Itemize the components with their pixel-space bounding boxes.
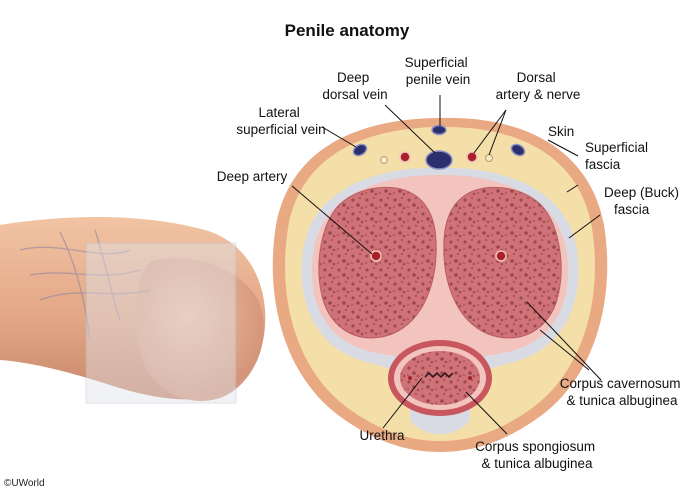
deep-artery-right [495, 250, 507, 262]
dorsal-artery-left [399, 151, 411, 163]
label-lateral-superficial-vein: Lateral superficial vein [236, 105, 325, 137]
urethra-lumen [424, 371, 454, 379]
corpus-cavernosum-right [443, 186, 562, 339]
label-deep-artery: Deep artery [217, 169, 288, 184]
leader-lines [291, 95, 602, 435]
label-skin: Skin [548, 124, 574, 139]
label-corpus-cavernosum: Corpus cavernosum & tunica albuginea [560, 376, 685, 408]
deep-dorsal-vein [425, 150, 453, 170]
lateral-superficial-vein-left [352, 143, 368, 157]
superficial-penile-vein [431, 124, 447, 136]
label-corpus-spongiosum: Corpus spongiosum & tunica albuginea [475, 439, 599, 471]
corpus-cavernosum-left [318, 186, 437, 339]
label-superficial-penile-vein: Superficial penile vein [405, 55, 472, 87]
label-deep-buck-fascia: Deep (Buck) fascia [604, 185, 683, 217]
lateral-superficial-vein-right [510, 143, 526, 157]
copyright-text: ©UWorld [4, 478, 45, 489]
bulbourethral-artery-left [408, 376, 412, 380]
deep-artery-left [370, 250, 382, 262]
dorsal-nerve-left [380, 156, 388, 164]
label-urethra: Urethra [359, 428, 405, 443]
dorsal-nerve-right [485, 154, 493, 162]
label-superficial-fascia: Superficial fascia [585, 140, 652, 172]
diagram-title: Penile anatomy [285, 21, 410, 40]
bulbourethral-artery-right [468, 376, 472, 380]
label-dorsal-artery-nerve: Dorsal artery & nerve [496, 70, 581, 102]
external-shaft-illustration [0, 216, 266, 404]
cross-section [272, 117, 608, 452]
corpus-spongiosum [400, 351, 480, 405]
labels: Deep dorsal vein Superficial penile vein… [217, 55, 685, 471]
dorsal-artery-right [466, 151, 478, 163]
label-deep-dorsal-vein: Deep dorsal vein [322, 70, 387, 102]
